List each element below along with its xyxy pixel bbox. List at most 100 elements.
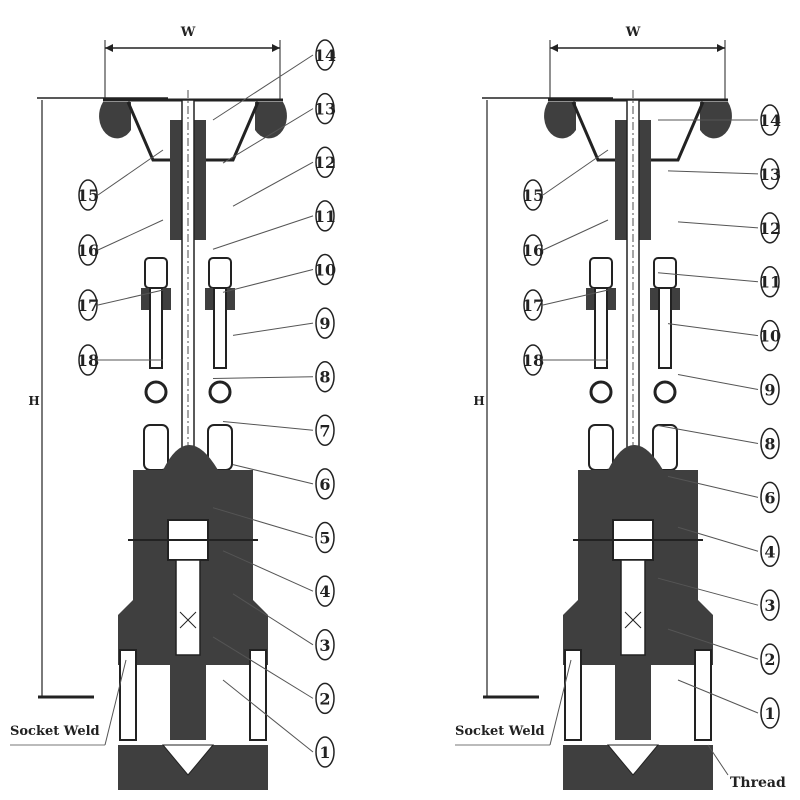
leader-line	[657, 424, 759, 444]
callout-circle	[523, 289, 543, 321]
leader-line	[677, 221, 759, 229]
leader-line	[232, 593, 314, 646]
callout-circle	[315, 736, 335, 768]
socket-end-right	[694, 649, 712, 741]
leader-line	[212, 507, 314, 539]
leader-line	[97, 289, 164, 306]
leader-line	[222, 421, 314, 431]
callout-circle	[523, 234, 543, 266]
callout-number-18: 18	[77, 351, 99, 370]
callout-circle	[315, 682, 335, 715]
callout-circle	[760, 158, 780, 190]
seat-cone	[161, 744, 215, 776]
gate-wedge	[170, 660, 206, 740]
leader-line	[667, 170, 759, 175]
socket-weld-label: Socket Weld	[455, 724, 545, 739]
leader-line	[707, 744, 729, 776]
callout-circle	[760, 104, 780, 136]
leader-line	[667, 323, 759, 337]
leader-line	[667, 628, 759, 660]
callout-circle	[315, 360, 335, 393]
leader-line	[549, 659, 572, 746]
gate-wedge	[615, 660, 651, 740]
leader-line	[542, 219, 609, 251]
gland-nut	[144, 257, 168, 289]
stem-thread	[624, 611, 642, 629]
callout-number-4: 4	[764, 542, 775, 561]
leader-line	[677, 526, 759, 552]
socket-end-left	[564, 649, 582, 741]
leader-line	[677, 374, 759, 391]
callout-number-11: 11	[759, 273, 781, 292]
callout-circle	[760, 212, 780, 244]
callout-circle	[760, 697, 780, 729]
socket-end-right	[249, 649, 267, 741]
callout-number-17: 17	[77, 296, 99, 315]
eye-bolt	[213, 287, 227, 369]
leader-line	[222, 679, 314, 753]
callout-circle	[315, 521, 335, 554]
callout-circle	[78, 344, 98, 376]
eye-bolt-pin	[653, 380, 677, 404]
callout-number-14: 14	[314, 46, 336, 65]
callout-circle	[78, 289, 98, 321]
gland-nut	[589, 257, 613, 289]
leader-line	[657, 577, 759, 606]
callout-number-4: 4	[319, 582, 330, 601]
leader-line	[97, 149, 164, 196]
callout-circle	[760, 427, 780, 460]
eye-bolt	[149, 287, 163, 369]
callout-number-8: 8	[319, 368, 330, 387]
leader-line	[222, 108, 314, 164]
leader-line	[542, 149, 609, 196]
callout-number-9: 9	[319, 314, 330, 333]
callout-number-2: 2	[319, 689, 330, 708]
eye-bolt-pin	[208, 380, 232, 404]
callout-circle	[760, 643, 780, 675]
callout-circle	[78, 234, 98, 266]
callout-number-12: 12	[759, 219, 781, 238]
callout-number-15: 15	[522, 186, 544, 205]
callout-number-13: 13	[759, 165, 781, 184]
callout-number-12: 12	[314, 153, 336, 172]
handwheel-grip-left	[99, 102, 131, 139]
callout-circle	[315, 414, 335, 447]
leader-line	[212, 636, 314, 699]
callout-circle	[315, 200, 335, 232]
callout-number-2: 2	[764, 650, 775, 669]
leader-line	[212, 376, 314, 379]
callout-number-17: 17	[522, 296, 544, 315]
leader-line	[97, 219, 164, 251]
callout-number-18: 18	[522, 351, 544, 370]
leader-line	[212, 215, 314, 250]
callout-circle	[315, 253, 335, 286]
callout-circle	[760, 319, 780, 352]
callout-circle	[315, 629, 335, 661]
callout-circle	[760, 481, 780, 514]
callout-number-3: 3	[764, 596, 775, 615]
leader-line	[232, 161, 314, 207]
height-label: H	[28, 394, 39, 408]
callout-number-6: 6	[319, 475, 330, 494]
callout-number-9: 9	[764, 381, 775, 400]
leader-line	[222, 268, 314, 293]
width-label: W	[625, 25, 641, 40]
callout-number-13: 13	[314, 100, 336, 119]
callout-number-16: 16	[522, 241, 544, 260]
callout-circle	[315, 307, 335, 339]
callout-number-10: 10	[314, 260, 336, 279]
callout-circle	[315, 92, 335, 125]
callout-number-15: 15	[77, 186, 99, 205]
gland-nut	[208, 257, 232, 289]
callout-number-10: 10	[759, 327, 781, 346]
callout-circle	[523, 179, 543, 211]
callout-number-14: 14	[759, 111, 781, 130]
socket-weld-label: Socket Weld	[10, 724, 100, 739]
eye-bolt-pin	[589, 380, 613, 404]
leader-line	[232, 322, 314, 336]
bonnet-bolt-nut	[143, 424, 169, 471]
leader-line	[542, 289, 609, 306]
handwheel-grip-right	[255, 102, 287, 139]
